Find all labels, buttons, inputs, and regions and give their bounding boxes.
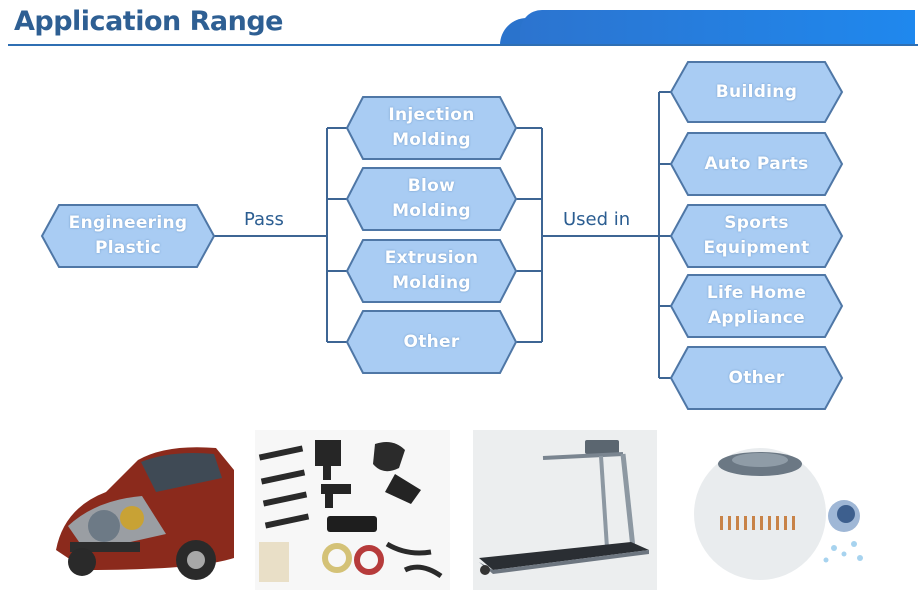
- node-label: Blow Molding: [392, 176, 471, 221]
- node-label: Engineering Plastic: [68, 213, 188, 258]
- node-label: Injection Molding: [388, 105, 475, 150]
- round-air-purifier-photo: [684, 430, 874, 590]
- page-title: Application Range: [14, 6, 284, 37]
- node-label: Life Home Appliance: [706, 283, 807, 328]
- edge-label-used-in: Used in: [563, 209, 631, 230]
- edge-label-pass: Pass: [244, 209, 284, 230]
- node-shape-process-2: [345, 167, 518, 231]
- node-shape-app-4: [669, 274, 844, 338]
- node-label: Extrusion Molding: [384, 248, 479, 293]
- node-shape-process-4: [345, 310, 518, 374]
- header-rule: [8, 44, 918, 46]
- node-label: Sports Equipment: [703, 213, 810, 258]
- node-sports-equipment: Sports Equipment: [671, 205, 842, 267]
- node-extrusion-molding: Extrusion Molding: [347, 240, 516, 302]
- treadmill-photo: [473, 430, 657, 590]
- header-accent-bar: [520, 10, 915, 45]
- node-label: Auto Parts: [704, 153, 809, 174]
- node-label: Other: [403, 331, 460, 352]
- node-shape-process-3: [345, 239, 518, 303]
- plastic-parts-photo: [255, 430, 450, 590]
- node-life-home-appliance: Life Home Appliance: [671, 275, 842, 337]
- node-injection-molding: Injection Molding: [347, 97, 516, 159]
- node-label: Building: [715, 81, 798, 102]
- node-shape-source: [40, 204, 216, 268]
- node-engineering-plastic: Engineering Plastic: [42, 205, 214, 267]
- node-shape-app-2: [669, 132, 844, 196]
- node-label: Other: [728, 367, 785, 388]
- node-shape-app-1: [669, 61, 844, 123]
- node-blow-molding: Blow Molding: [347, 168, 516, 230]
- node-shape-app-3: [669, 204, 844, 268]
- node-shape-process-1: [345, 96, 518, 160]
- node-shape-app-5: [669, 346, 844, 410]
- node-auto-parts: Auto Parts: [671, 133, 842, 195]
- car-engine-cutaway-photo: [46, 430, 236, 590]
- node-process-other: Other: [347, 311, 516, 373]
- node-application-other: Other: [671, 347, 842, 409]
- node-building: Building: [671, 62, 842, 122]
